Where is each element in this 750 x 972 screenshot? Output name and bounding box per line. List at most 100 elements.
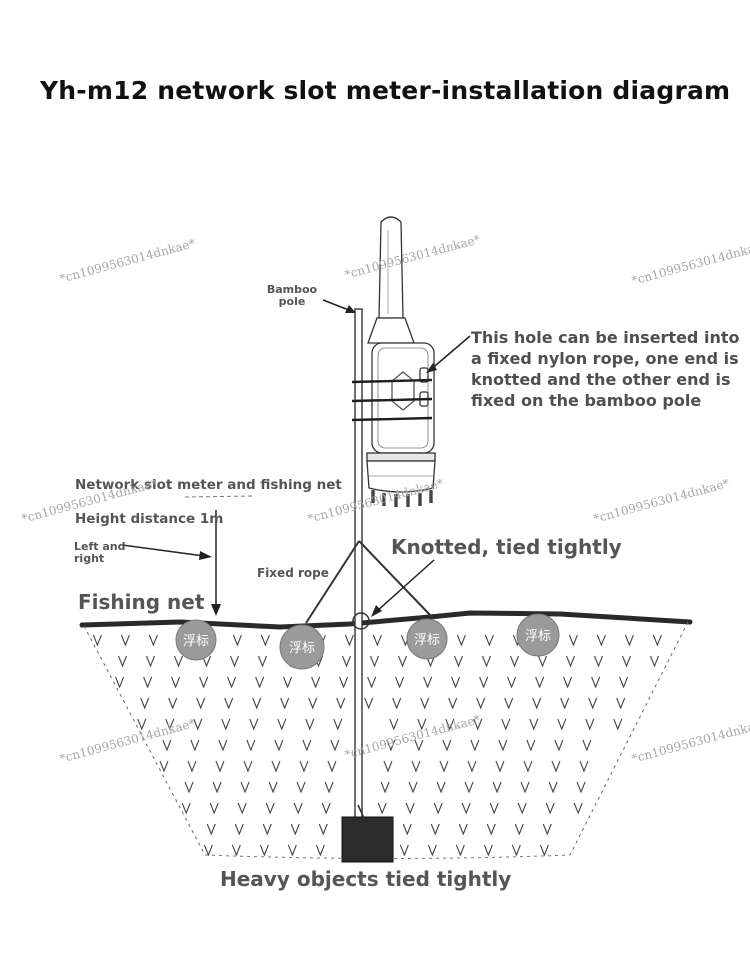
net-left-edge (83, 625, 206, 856)
mesh-knot (554, 739, 564, 752)
mesh-knot (517, 802, 527, 815)
float-buoy (406, 618, 448, 660)
mesh-knot (464, 781, 474, 794)
mesh-knot (117, 655, 128, 668)
mesh-knot (568, 634, 578, 647)
network-slot-meter (366, 216, 436, 507)
mesh-knot (389, 718, 399, 731)
mesh-knot (414, 739, 424, 752)
mesh-knot (504, 697, 514, 710)
mesh-knot (280, 697, 290, 710)
mesh-knot (386, 739, 396, 752)
mesh-knot (231, 844, 241, 857)
mesh-knot (473, 718, 483, 731)
mesh-knot (255, 676, 265, 689)
mesh-knot (184, 781, 194, 794)
mesh-knot (529, 718, 539, 731)
mesh-knot (311, 676, 321, 689)
mesh-knot (234, 823, 244, 836)
mesh-knot (327, 760, 337, 773)
mesh-knot (470, 739, 480, 752)
mesh-knot (259, 844, 269, 857)
heavy-objects-label: Heavy objects tied tightly (220, 867, 512, 891)
mesh-knot (526, 739, 536, 752)
mesh-knot (252, 697, 262, 710)
mesh-knot (455, 844, 465, 857)
mesh-knot (271, 760, 281, 773)
mesh-knot (402, 823, 412, 836)
mesh-knot (532, 697, 542, 710)
mesh-knot (433, 802, 443, 815)
mesh-knot (565, 655, 576, 668)
mesh-knot (145, 655, 156, 668)
mesh-knot (442, 739, 452, 752)
mesh-knot (268, 781, 278, 794)
mesh-knot (423, 676, 433, 689)
left-and-right-label: Left and right (74, 540, 126, 565)
mesh-knot (287, 844, 297, 857)
net-floats: 浮标浮标浮标浮标 (175, 613, 560, 670)
mesh-knot (190, 739, 200, 752)
mesh-knot (290, 823, 300, 836)
mesh-knot (159, 760, 169, 773)
pole-straps (351, 378, 433, 422)
mesh-knot (187, 760, 197, 773)
mesh-knot (308, 697, 318, 710)
mesh-knot (339, 676, 349, 689)
mesh-knot (585, 718, 595, 731)
mesh-knot (377, 802, 387, 815)
mesh-knot (484, 634, 494, 647)
mesh-knot (507, 676, 517, 689)
mesh-knot (399, 844, 409, 857)
mesh-knot (171, 676, 181, 689)
mesh-knot (380, 781, 390, 794)
mesh-knot (652, 634, 662, 647)
mesh-knot (321, 802, 331, 815)
mesh-knot (324, 781, 334, 794)
mesh-knot (168, 697, 178, 710)
mesh-knot (296, 781, 306, 794)
mesh-knot (364, 697, 374, 710)
mesh-knot (408, 781, 418, 794)
mesh-knot (392, 697, 402, 710)
diagram-title: Yh-m12 network slot meter-installation d… (40, 76, 731, 105)
net-top-line (79, 610, 693, 630)
float-label: 浮标 (414, 633, 440, 648)
mesh-knot (489, 802, 499, 815)
fixed-rope-label: Fixed rope (257, 566, 329, 580)
mesh-knot (511, 844, 521, 857)
mesh-knot (318, 823, 328, 836)
float-label: 浮标 (183, 634, 209, 649)
mesh-knot (274, 739, 284, 752)
mesh-knot (417, 718, 427, 731)
mesh-knot (115, 676, 125, 689)
float-label: 浮标 (289, 641, 315, 656)
mesh-knot (509, 655, 520, 668)
mesh-knot (369, 655, 380, 668)
mesh-knot (557, 718, 567, 731)
mesh-knot (483, 844, 493, 857)
mesh-knot (596, 634, 606, 647)
mesh-knot (542, 823, 552, 836)
mesh-knot (206, 823, 216, 836)
float-buoy (279, 624, 325, 670)
mesh-knot (201, 655, 212, 668)
mesh-knot (545, 802, 555, 815)
mesh-knot (240, 781, 250, 794)
mesh-knot (237, 802, 247, 815)
mesh-knot (451, 676, 461, 689)
mesh-knot (246, 739, 256, 752)
mesh-knot (495, 760, 505, 773)
mesh-knot (162, 739, 172, 752)
mesh-knot (481, 655, 492, 668)
mesh-knot (458, 823, 468, 836)
mesh-knot (551, 760, 561, 773)
mesh-knot (302, 739, 312, 752)
mesh-knot (520, 781, 530, 794)
mesh-knot (514, 823, 524, 836)
mesh-knot (486, 823, 496, 836)
mesh-knot (367, 676, 377, 689)
heavy-weight (341, 816, 394, 863)
mesh-knot (397, 655, 408, 668)
